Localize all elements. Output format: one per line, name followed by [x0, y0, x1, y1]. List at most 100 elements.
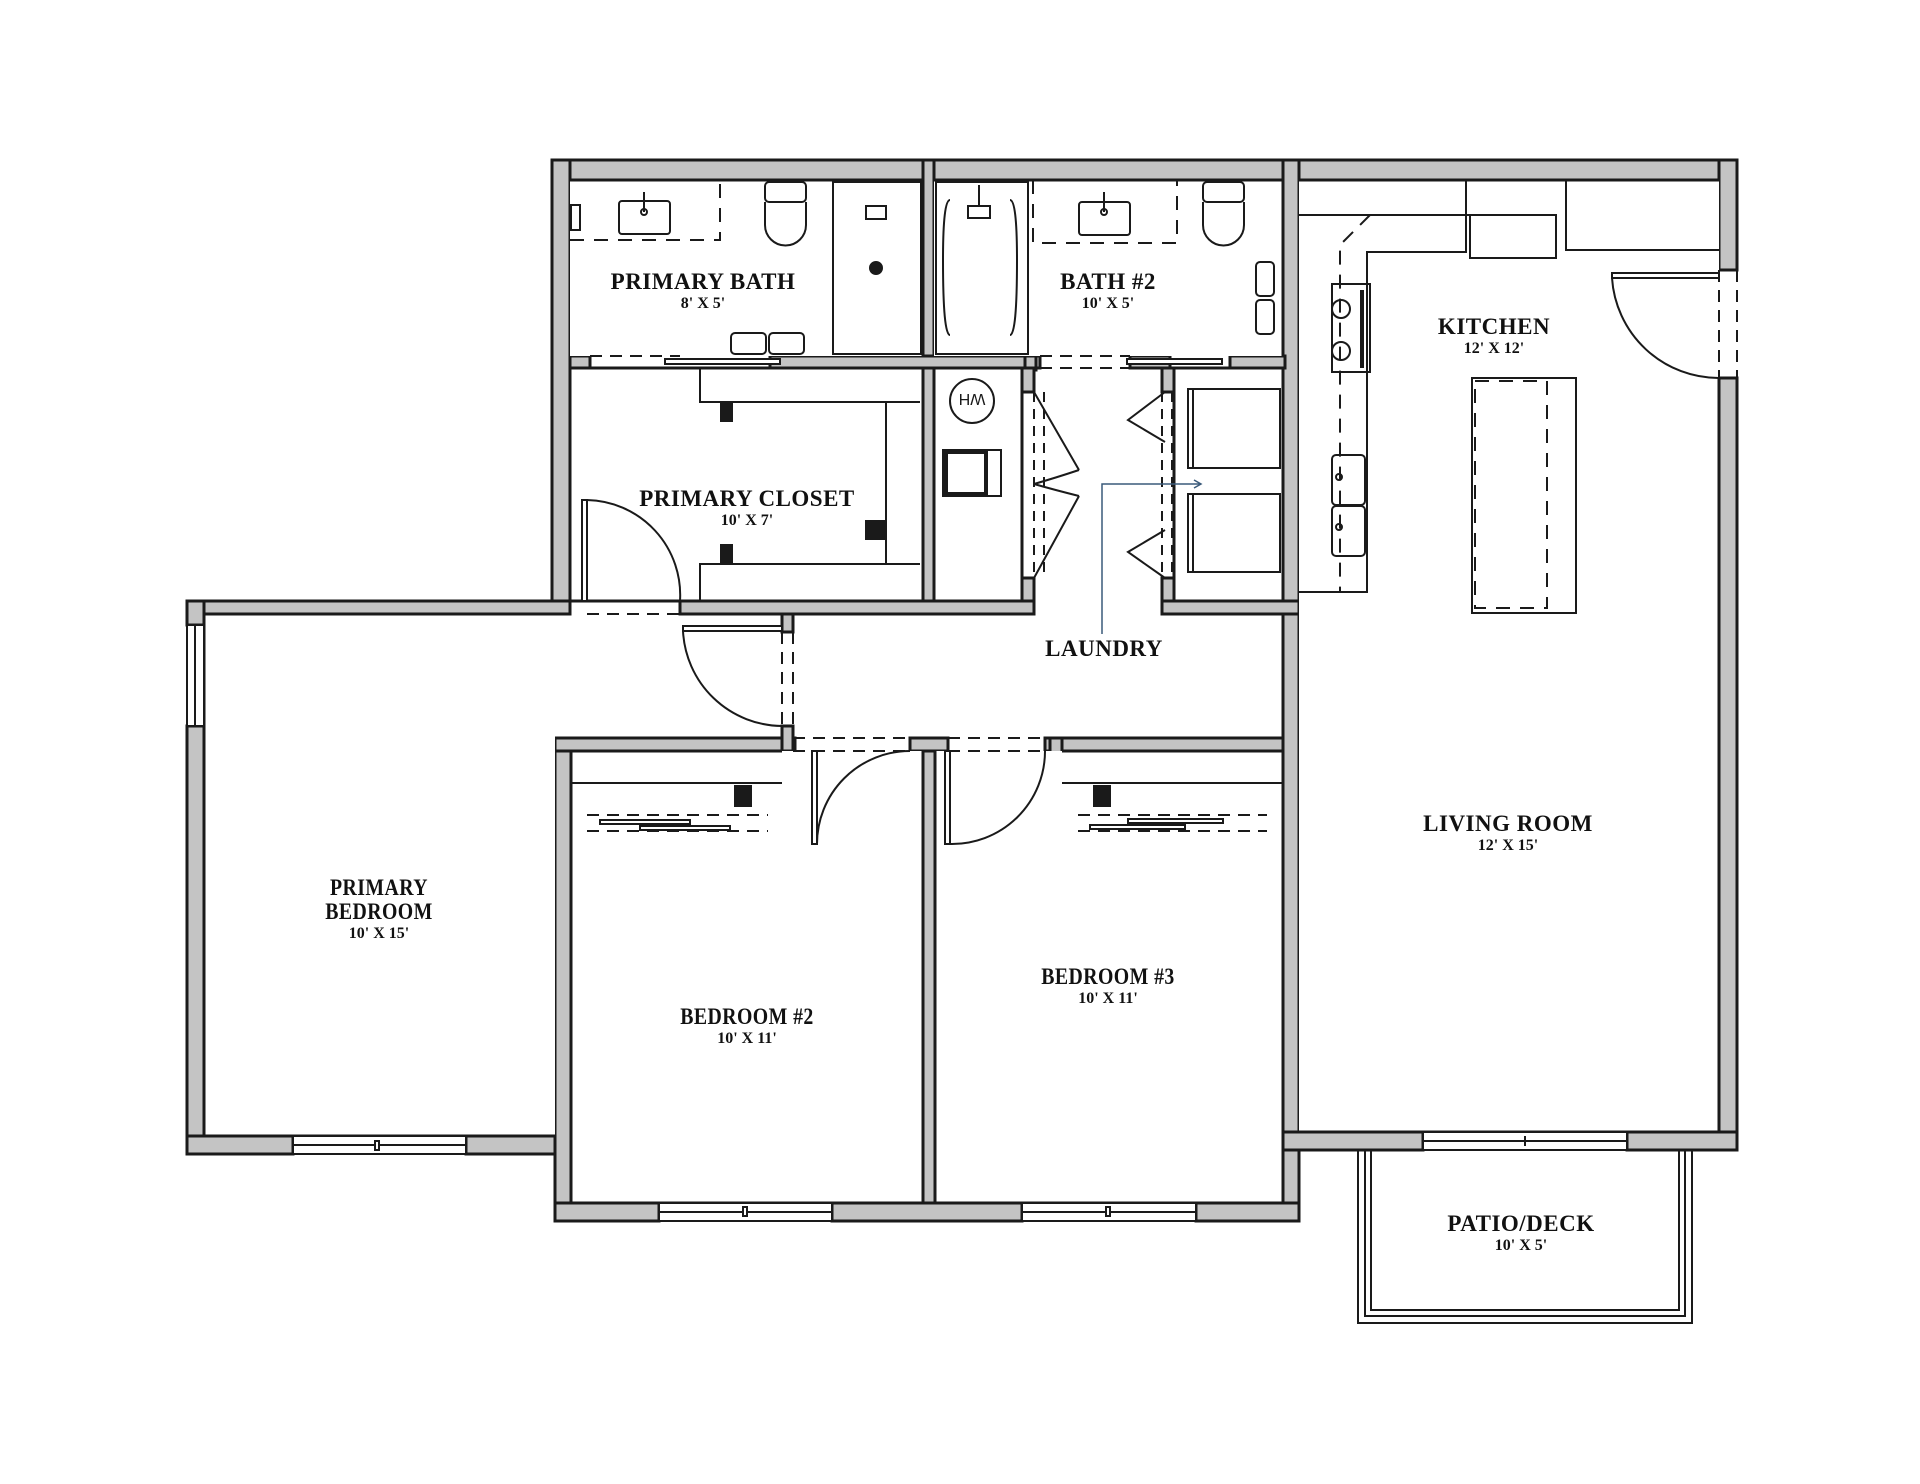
wall-hall-stub [780, 612, 795, 634]
wall-top [550, 158, 1739, 182]
wall-living-left [1281, 612, 1301, 1152]
room-dimensions: 10' X 15' [348, 925, 410, 943]
vanity-primary-bath [570, 180, 721, 241]
closet-shelf-bedroom3 [1062, 782, 1283, 807]
wall-living-bottom-b [1625, 1130, 1739, 1152]
wall-top-block-left [550, 158, 572, 616]
tub-bath2 [935, 181, 1029, 355]
room-label-bath-2: BATH #2 10' X 5' [1060, 269, 1156, 313]
range-stove [1331, 283, 1371, 373]
room-name: PATIO/DECK [1447, 1211, 1595, 1236]
wall-primary-bedroom-bottom-a [185, 1134, 295, 1156]
door-bath2-pocket[interactable] [1040, 355, 1223, 369]
wall-primary-bedroom-top [185, 599, 572, 616]
water-heater [949, 378, 995, 424]
room-label-primary-bath: PRIMARY BATH 8' X 5' [610, 269, 796, 313]
wall-living-bottom-a [1281, 1130, 1425, 1152]
dryer [1187, 388, 1281, 469]
room-label-bedroom-3: BEDROOM #3 10' X 11' [1030, 964, 1185, 1008]
wall-right-lower [1717, 376, 1739, 1152]
room-dimensions: 12' X 12' [1463, 340, 1525, 358]
bifold-door-laundry[interactable] [1126, 391, 1173, 579]
window-bedroom2-bottom [658, 1202, 833, 1222]
wall-closet-bottom [678, 599, 1036, 616]
room-name-line2: BEDROOM [325, 899, 433, 925]
wall-laundry-bottom [1160, 599, 1301, 616]
door-primary-closet[interactable] [581, 499, 682, 615]
door-bedroom2[interactable] [793, 737, 911, 845]
room-label-primary-bedroom: PRIMARY BEDROOM 10' X 15' [317, 875, 442, 943]
room-name: BEDROOM #3 [1041, 964, 1175, 989]
water-heater-label: WH [959, 390, 986, 407]
furnace [942, 449, 1002, 497]
fixtures [570, 180, 1719, 1324]
room-label-laundry: LAUNDRY [1045, 636, 1163, 661]
wall-bath-bottom-left [568, 354, 592, 370]
wall-right-upper [1717, 158, 1739, 272]
wall-laundry-top [1228, 354, 1287, 370]
shower-primary-bath [832, 181, 922, 355]
door-entry-kitchen[interactable] [1611, 270, 1738, 380]
wall-bedroom-divider [921, 736, 937, 1223]
sliding-door-patio[interactable] [1422, 1131, 1628, 1151]
room-label-bedroom-2: BEDROOM #2 10' X 11' [669, 1004, 824, 1048]
wall-bath-bottom-mid [768, 354, 1042, 370]
wall-bedroom2-left [553, 736, 573, 1223]
doors[interactable] [581, 270, 1738, 846]
wall-bath-divider [921, 158, 936, 616]
room-name: PRIMARY BATH [610, 269, 796, 294]
window-primary-bedroom-bottom [292, 1135, 467, 1155]
wall-outlines [202, 178, 1721, 1205]
room-name: PRIMARY CLOSET [639, 486, 855, 511]
wall-bedroom-bottom-a [553, 1201, 661, 1223]
towel-bar-bath2 [1255, 261, 1275, 335]
vanity-bath2 [1032, 180, 1178, 244]
bifold-door-utility[interactable] [1033, 391, 1080, 579]
kitchen-counter [1299, 180, 1719, 593]
room-name: KITCHEN [1437, 314, 1551, 339]
room-name: BATH #2 [1060, 269, 1156, 294]
closet-shelf-bedroom2 [571, 782, 782, 807]
room-name-line1: PRIMARY [330, 875, 428, 900]
room-dimensions: 12' X 15' [1477, 837, 1539, 855]
windows [186, 624, 1628, 1222]
wall-hall-post [780, 724, 795, 753]
wall-primary-bedroom-left [185, 724, 206, 1156]
room-dimensions: 10' X 5' [1081, 295, 1135, 313]
bypass-door-bedroom3-closet[interactable] [1078, 814, 1267, 832]
door-bedroom3[interactable] [944, 737, 1046, 846]
room-dimensions: 10' X 5' [1494, 1237, 1548, 1255]
kitchen-island [1471, 377, 1577, 614]
towel-bar-primary-bath [730, 332, 805, 355]
room-label-patio-deck: PATIO/DECK 10' X 5' [1447, 1211, 1595, 1255]
wall-kitchen-left [1281, 158, 1301, 616]
patio-deck-rail [1357, 1149, 1693, 1324]
wall-bedroom-bottom-b [830, 1201, 1024, 1223]
wall-bedroom-top-b [1043, 736, 1301, 753]
room-dimensions: 10' X 7' [720, 512, 774, 530]
room-label-living-room: LIVING ROOM 12' X 15' [1423, 811, 1593, 855]
room-dimensions: 10' X 11' [717, 1030, 777, 1048]
room-label-kitchen: KITCHEN 12' X 12' [1437, 314, 1551, 358]
wall-laundry-left-top [1160, 366, 1176, 394]
wall-primary-bedroom-left-top [185, 599, 206, 627]
room-label-primary-closet: PRIMARY CLOSET 10' X 7' [639, 486, 855, 530]
wall-bedroom-bottom-c [1194, 1201, 1301, 1223]
toilet-primary-bath [764, 181, 807, 247]
laundry-leader-arrow [1101, 483, 1200, 634]
kitchen-sink [1331, 454, 1366, 557]
window-primary-bedroom-left [186, 624, 205, 727]
room-name: LIVING ROOM [1423, 811, 1593, 836]
wall-utility-right-top [1020, 366, 1036, 394]
washer [1187, 493, 1281, 573]
door-hall-primary-bedroom[interactable] [682, 625, 794, 727]
room-name: LAUNDRY [1045, 636, 1163, 661]
toilet-bath2 [1202, 181, 1245, 247]
room-dimensions: 10' X 11' [1078, 990, 1138, 1008]
bypass-door-bedroom2-closet[interactable] [587, 814, 768, 832]
door-primary-bath-pocket[interactable] [590, 355, 781, 369]
wall-bedroom-divider-top [908, 736, 950, 753]
window-bedroom3-bottom [1021, 1202, 1197, 1222]
room-dimensions: 8' X 5' [680, 295, 726, 313]
